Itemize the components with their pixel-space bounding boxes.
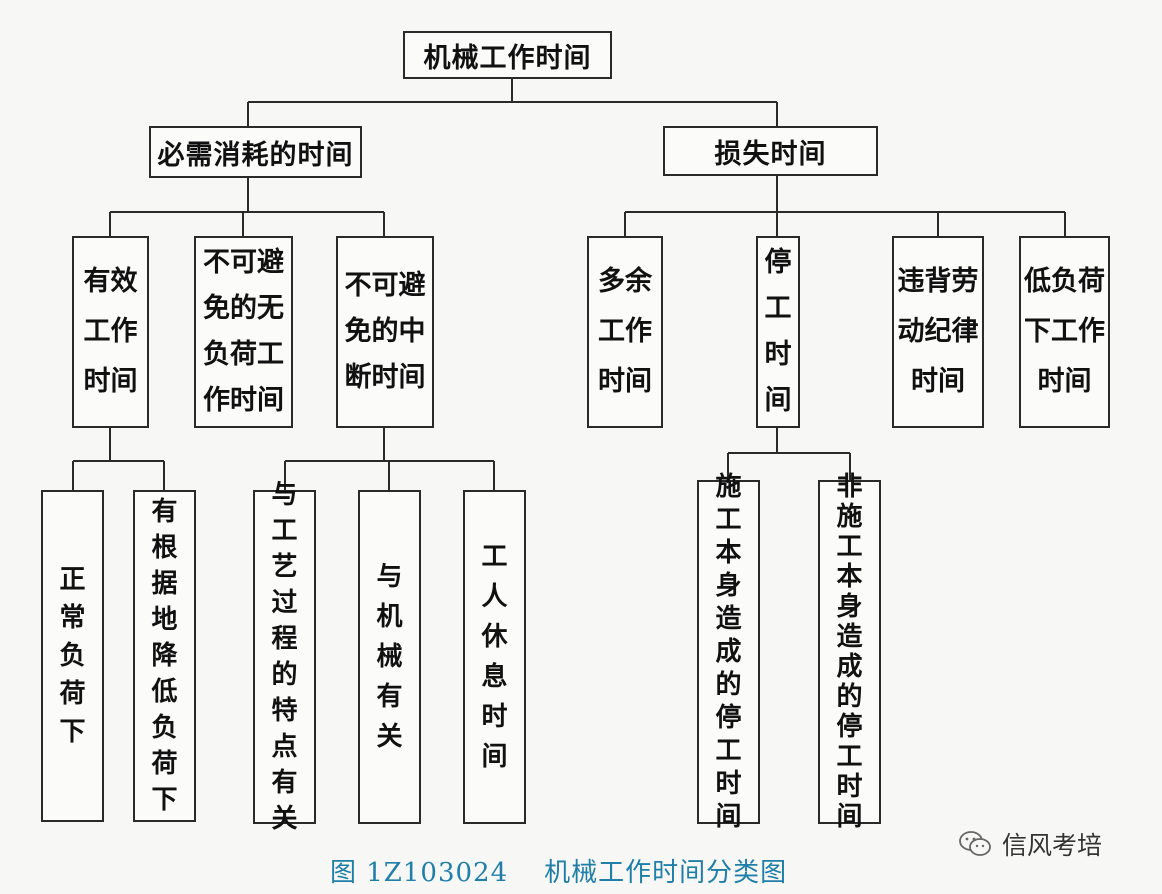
normal-load-label: 正常负荷下 [59, 565, 86, 747]
process-related-node: 与工艺过程的特点有关 [253, 480, 316, 834]
excess-work-node: 多余工作时间 [587, 236, 663, 428]
worker-rest-node: 工人休息时间 [463, 490, 526, 824]
effective-work-label: 有效工作时间 [83, 266, 138, 397]
construction-caused-stoppage-node: 施工本身造成的停工时间 [697, 472, 760, 832]
root-node: 机械工作时间 [403, 31, 612, 79]
discipline-violation-node: 违背劳动纪律时间 [892, 236, 984, 428]
stoppage-label: 停工时间 [764, 247, 792, 416]
excess-work-label: 多余工作时间 [597, 266, 652, 397]
stoppage-node: 停工时间 [756, 236, 800, 428]
construction-caused-stoppage-label: 施工本身造成的停工时间 [715, 471, 742, 832]
machine-related-label: 与机械有关 [376, 562, 403, 752]
low-load-work-label: 低负荷下工作时间 [1023, 266, 1105, 397]
reduced-load-label: 有根据地降低负荷下 [151, 497, 178, 815]
necessary-time-node: 必需消耗的时间 [149, 126, 362, 178]
effective-work-node: 有效工作时间 [72, 236, 149, 428]
unavoidable-interrupt-node: 不可避免的中断时间 [336, 236, 434, 428]
watermark-text: 信风考培 [1002, 831, 1103, 860]
necessary-time-label: 必需消耗的时间 [157, 139, 354, 171]
reduced-load-node: 有根据地降低负荷下 [133, 490, 196, 822]
worker-rest-label: 工人休息时间 [481, 542, 508, 772]
figure-number: 图 1Z103024 [330, 858, 509, 888]
root-label: 机械工作时间 [423, 42, 592, 74]
discipline-violation-label: 违背劳动纪律时间 [897, 266, 979, 397]
wechat-icon [959, 831, 991, 856]
loss-time-label: 损失时间 [714, 138, 827, 170]
unavoidable-noload-label: 不可避免的无负荷工作时间 [202, 247, 284, 416]
unavoidable-noload-node: 不可避免的无负荷工作时间 [194, 236, 293, 428]
normal-load-node: 正常负荷下 [41, 490, 104, 822]
machine-related-node: 与机械有关 [358, 490, 421, 824]
figure-title: 机械工作时间分类图 [544, 858, 788, 888]
non-construction-stoppage-label: 非施工本身造成的停工时间 [836, 472, 863, 832]
unavoidable-interrupt-label: 不可避免的中断时间 [344, 270, 426, 393]
non-construction-stoppage-node: 非施工本身造成的停工时间 [818, 472, 881, 832]
loss-time-node: 损失时间 [663, 126, 878, 176]
process-related-label: 与工艺过程的特点有关 [271, 480, 298, 834]
figure-caption: 图 1Z103024 机械工作时间分类图 [330, 852, 787, 889]
watermark: 信风考培 [958, 826, 1102, 862]
low-load-work-node: 低负荷下工作时间 [1019, 236, 1110, 428]
